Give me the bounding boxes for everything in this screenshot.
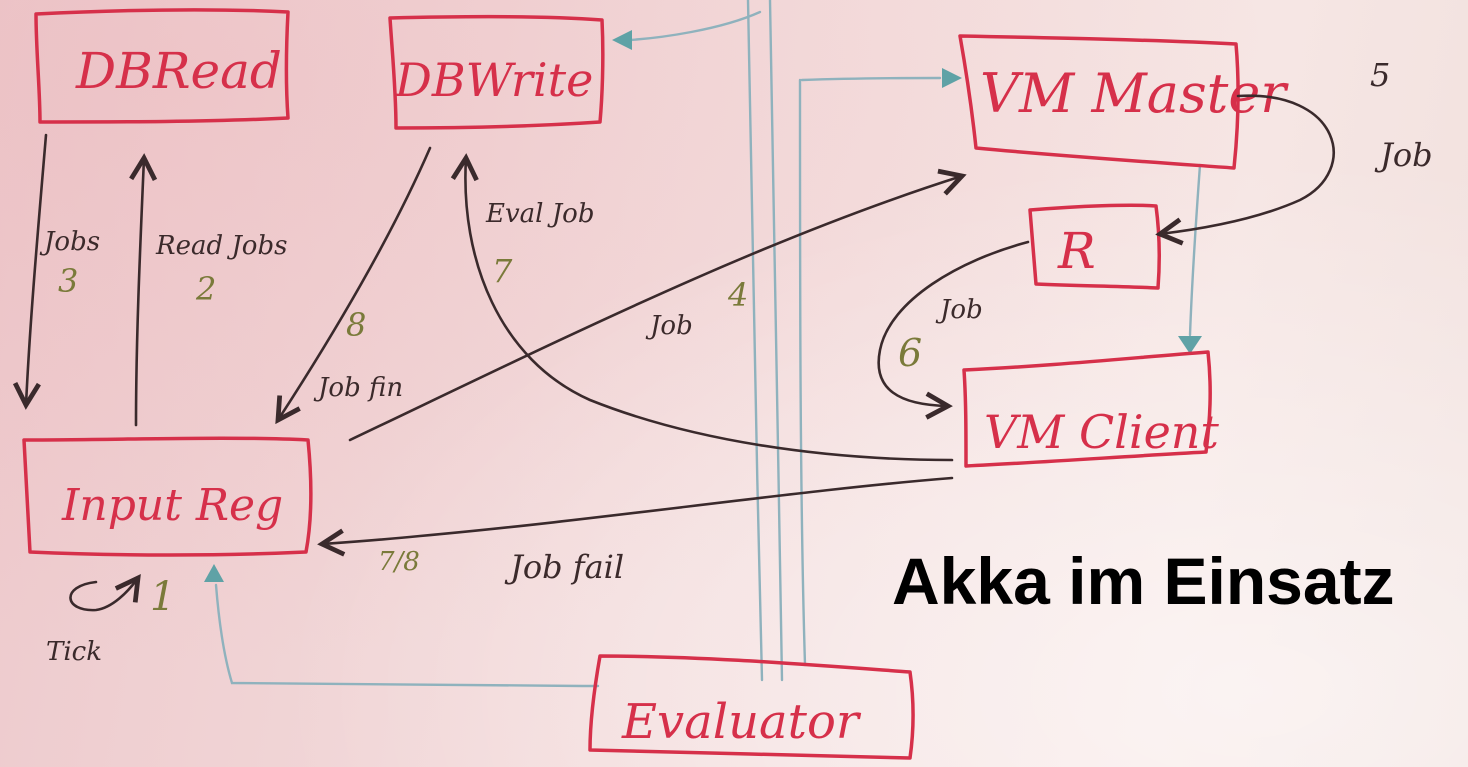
edge-step-job-fin: 8 <box>346 306 366 344</box>
connector-evaluator-inputreg <box>214 583 600 688</box>
edge-step-job-fail: 7/8 <box>378 547 420 577</box>
node-r: R <box>1028 203 1162 290</box>
node-vmclient-label: VM Client <box>984 405 1219 459</box>
edge-label-eval-job: Eval Job <box>485 199 594 229</box>
edge-label-job-master-r: Job <box>1374 136 1433 174</box>
connector-arrowhead-vmclient <box>1178 336 1202 354</box>
edge-label-jobs: Jobs <box>39 227 100 257</box>
divider-line-left <box>746 0 764 682</box>
edge-step-job-master-r: 5 <box>1370 56 1390 94</box>
divider-line-middle <box>768 0 784 682</box>
edge-step-job-to-master: 4 <box>727 276 748 314</box>
node-evaluator-label: Evaluator <box>621 694 862 750</box>
connector-vmmaster-vmclient <box>1188 163 1202 337</box>
edge-label-job-to-master: Job <box>645 311 693 341</box>
arrow-dbread-to-inputreg <box>26 133 48 405</box>
arrow-r-to-vmclient <box>877 240 1030 406</box>
edge-label-read-jobs: Read Jobs <box>155 231 287 261</box>
node-r-label: R <box>1057 222 1096 280</box>
connector-divider-vmmaster <box>800 76 942 82</box>
edge-label-tick: Tick <box>46 637 102 667</box>
edge-label-job-r-client: Job <box>935 295 983 325</box>
node-vmclient: VM Client <box>962 350 1219 468</box>
edge-step-tick: 1 <box>150 574 175 620</box>
node-inputreg-label: Input Reg <box>61 480 283 531</box>
edge-label-job-fin: Job fin <box>313 373 403 403</box>
divider-line-right <box>798 78 807 667</box>
node-evaluator: Evaluator <box>588 654 915 760</box>
node-dbwrite-label: DBWrite <box>394 53 593 107</box>
edge-step-eval-job: 7 <box>492 252 513 290</box>
connector-arrowhead-dbwrite <box>612 30 632 50</box>
connector-divider-dbwrite <box>628 10 762 42</box>
node-vmmaster: VM Master <box>958 34 1289 170</box>
arrow-vmmaster-to-r <box>1160 94 1335 234</box>
arrow-inputreg-to-vmmaster <box>348 176 962 442</box>
arrow-inputreg-to-dbread <box>136 158 144 427</box>
node-inputreg: Input Reg <box>22 436 313 557</box>
edge-step-jobs: 3 <box>58 262 78 300</box>
arrow-dbwrite-to-inputreg <box>278 146 432 420</box>
connector-arrowhead-inputreg <box>204 564 224 582</box>
connector-arrowhead-vmmaster <box>942 68 962 88</box>
arrow-vmclient-to-dbwrite <box>465 158 954 462</box>
node-dbwrite: DBWrite <box>388 14 605 130</box>
slide-title: Akka im Einsatz <box>892 544 1395 618</box>
tick-loop-arrow <box>69 578 138 612</box>
edge-label-job-fail: Job fail <box>504 548 624 586</box>
arrow-vmclient-to-inputreg <box>322 476 954 544</box>
node-vmmaster-label: VM Master <box>980 62 1289 125</box>
node-dbread: DBRead <box>34 8 290 124</box>
edge-step-read-jobs: 2 <box>195 270 216 308</box>
edge-step-job-r-client: 6 <box>898 331 922 375</box>
node-dbread-label: DBRead <box>75 42 282 100</box>
